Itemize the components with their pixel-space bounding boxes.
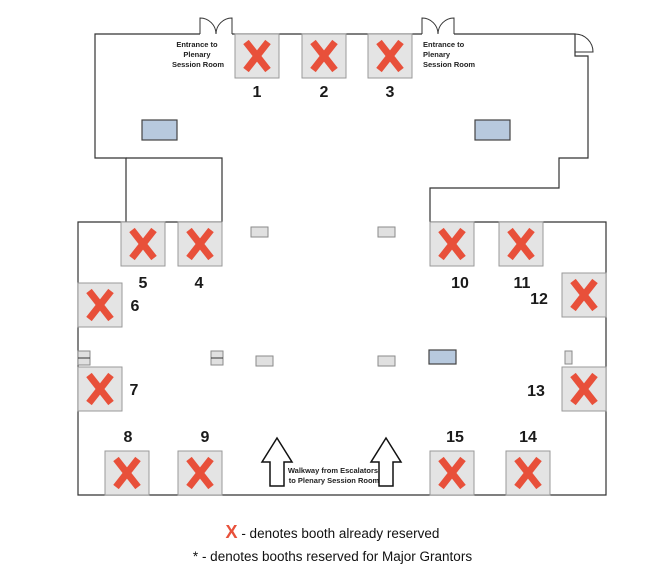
display-table-center xyxy=(428,349,457,365)
walkway-label: Walkway from Escalators to Plenary Sessi… xyxy=(288,466,380,485)
legend-reserved-text: - denotes booth already reserved xyxy=(237,526,440,541)
booth-13: 13 xyxy=(527,366,607,412)
reserved-x-icon xyxy=(86,288,114,322)
booth-11: 11 xyxy=(498,221,544,292)
reserved-x-icon xyxy=(129,227,157,261)
booth-8: 8 xyxy=(104,429,150,496)
reserved-x-icon: X xyxy=(225,522,238,542)
reserved-x-icon xyxy=(86,372,114,406)
reserved-x-icon xyxy=(570,278,598,312)
booth-6: 6 xyxy=(77,282,140,328)
booth-2: 2 xyxy=(301,33,347,101)
legend-grantor-text: - denotes booths reserved for Major Gran… xyxy=(198,549,473,564)
reserved-x-icon xyxy=(438,456,466,490)
reserved-x-icon xyxy=(376,39,404,73)
booth-number-label: 6 xyxy=(131,298,140,315)
booth-number-label: 5 xyxy=(139,275,148,292)
booth-number-label: 4 xyxy=(195,275,204,292)
booth-number-label: 2 xyxy=(320,84,329,101)
booth-10: 10 xyxy=(429,221,475,292)
legend-reserved: X - denotes booth already reserved xyxy=(0,522,665,543)
reserved-x-icon xyxy=(507,227,535,261)
booth-1: 1 xyxy=(234,33,280,101)
booth-number-label: 1 xyxy=(253,84,262,101)
booth-square xyxy=(301,33,347,79)
booth-square xyxy=(77,366,123,412)
booth-5: 5 xyxy=(120,221,166,292)
booth-15: 15 xyxy=(429,429,475,496)
booth-14: 14 xyxy=(505,429,551,496)
booth-number-label: 7 xyxy=(130,382,139,399)
booth-number-label: 11 xyxy=(514,275,531,292)
reserved-x-icon xyxy=(186,227,214,261)
reserved-x-icon xyxy=(186,456,214,490)
booth-number-label: 12 xyxy=(530,291,548,308)
display-table-left xyxy=(141,119,178,141)
legend-grantor: * - denotes booths reserved for Major Gr… xyxy=(0,549,665,564)
booth-square xyxy=(234,33,280,79)
booth-4: 4 xyxy=(177,221,223,292)
booth-12: 12 xyxy=(530,272,607,318)
booth-7: 7 xyxy=(77,366,139,412)
display-table-right xyxy=(474,119,511,141)
pillars xyxy=(77,226,573,367)
reserved-x-icon xyxy=(113,456,141,490)
entrance-label-right: Entrance to Plenary Session Room xyxy=(423,40,475,69)
booth-9: 9 xyxy=(177,429,223,496)
walkway-arrow-right xyxy=(369,436,403,487)
reserved-x-icon xyxy=(310,39,338,73)
walkway-arrow-left xyxy=(260,436,294,487)
booth-number-label: 9 xyxy=(201,429,210,446)
booth-number-label: 15 xyxy=(446,429,464,446)
booth-number-label: 13 xyxy=(527,383,545,400)
booth-number-label: 10 xyxy=(451,275,469,292)
reserved-x-icon xyxy=(570,372,598,406)
booth-number-label: 3 xyxy=(386,84,395,101)
booth-number-label: 14 xyxy=(519,429,537,446)
grantor-asterisk: * xyxy=(192,549,199,564)
reserved-x-icon xyxy=(243,39,271,73)
reserved-x-icon xyxy=(514,456,542,490)
reserved-x-icon xyxy=(438,227,466,261)
booth-3: 3 xyxy=(367,33,413,101)
entrance-label-left: Entrance to Plenary Session Room xyxy=(172,40,224,69)
booth-number-label: 8 xyxy=(124,429,133,446)
